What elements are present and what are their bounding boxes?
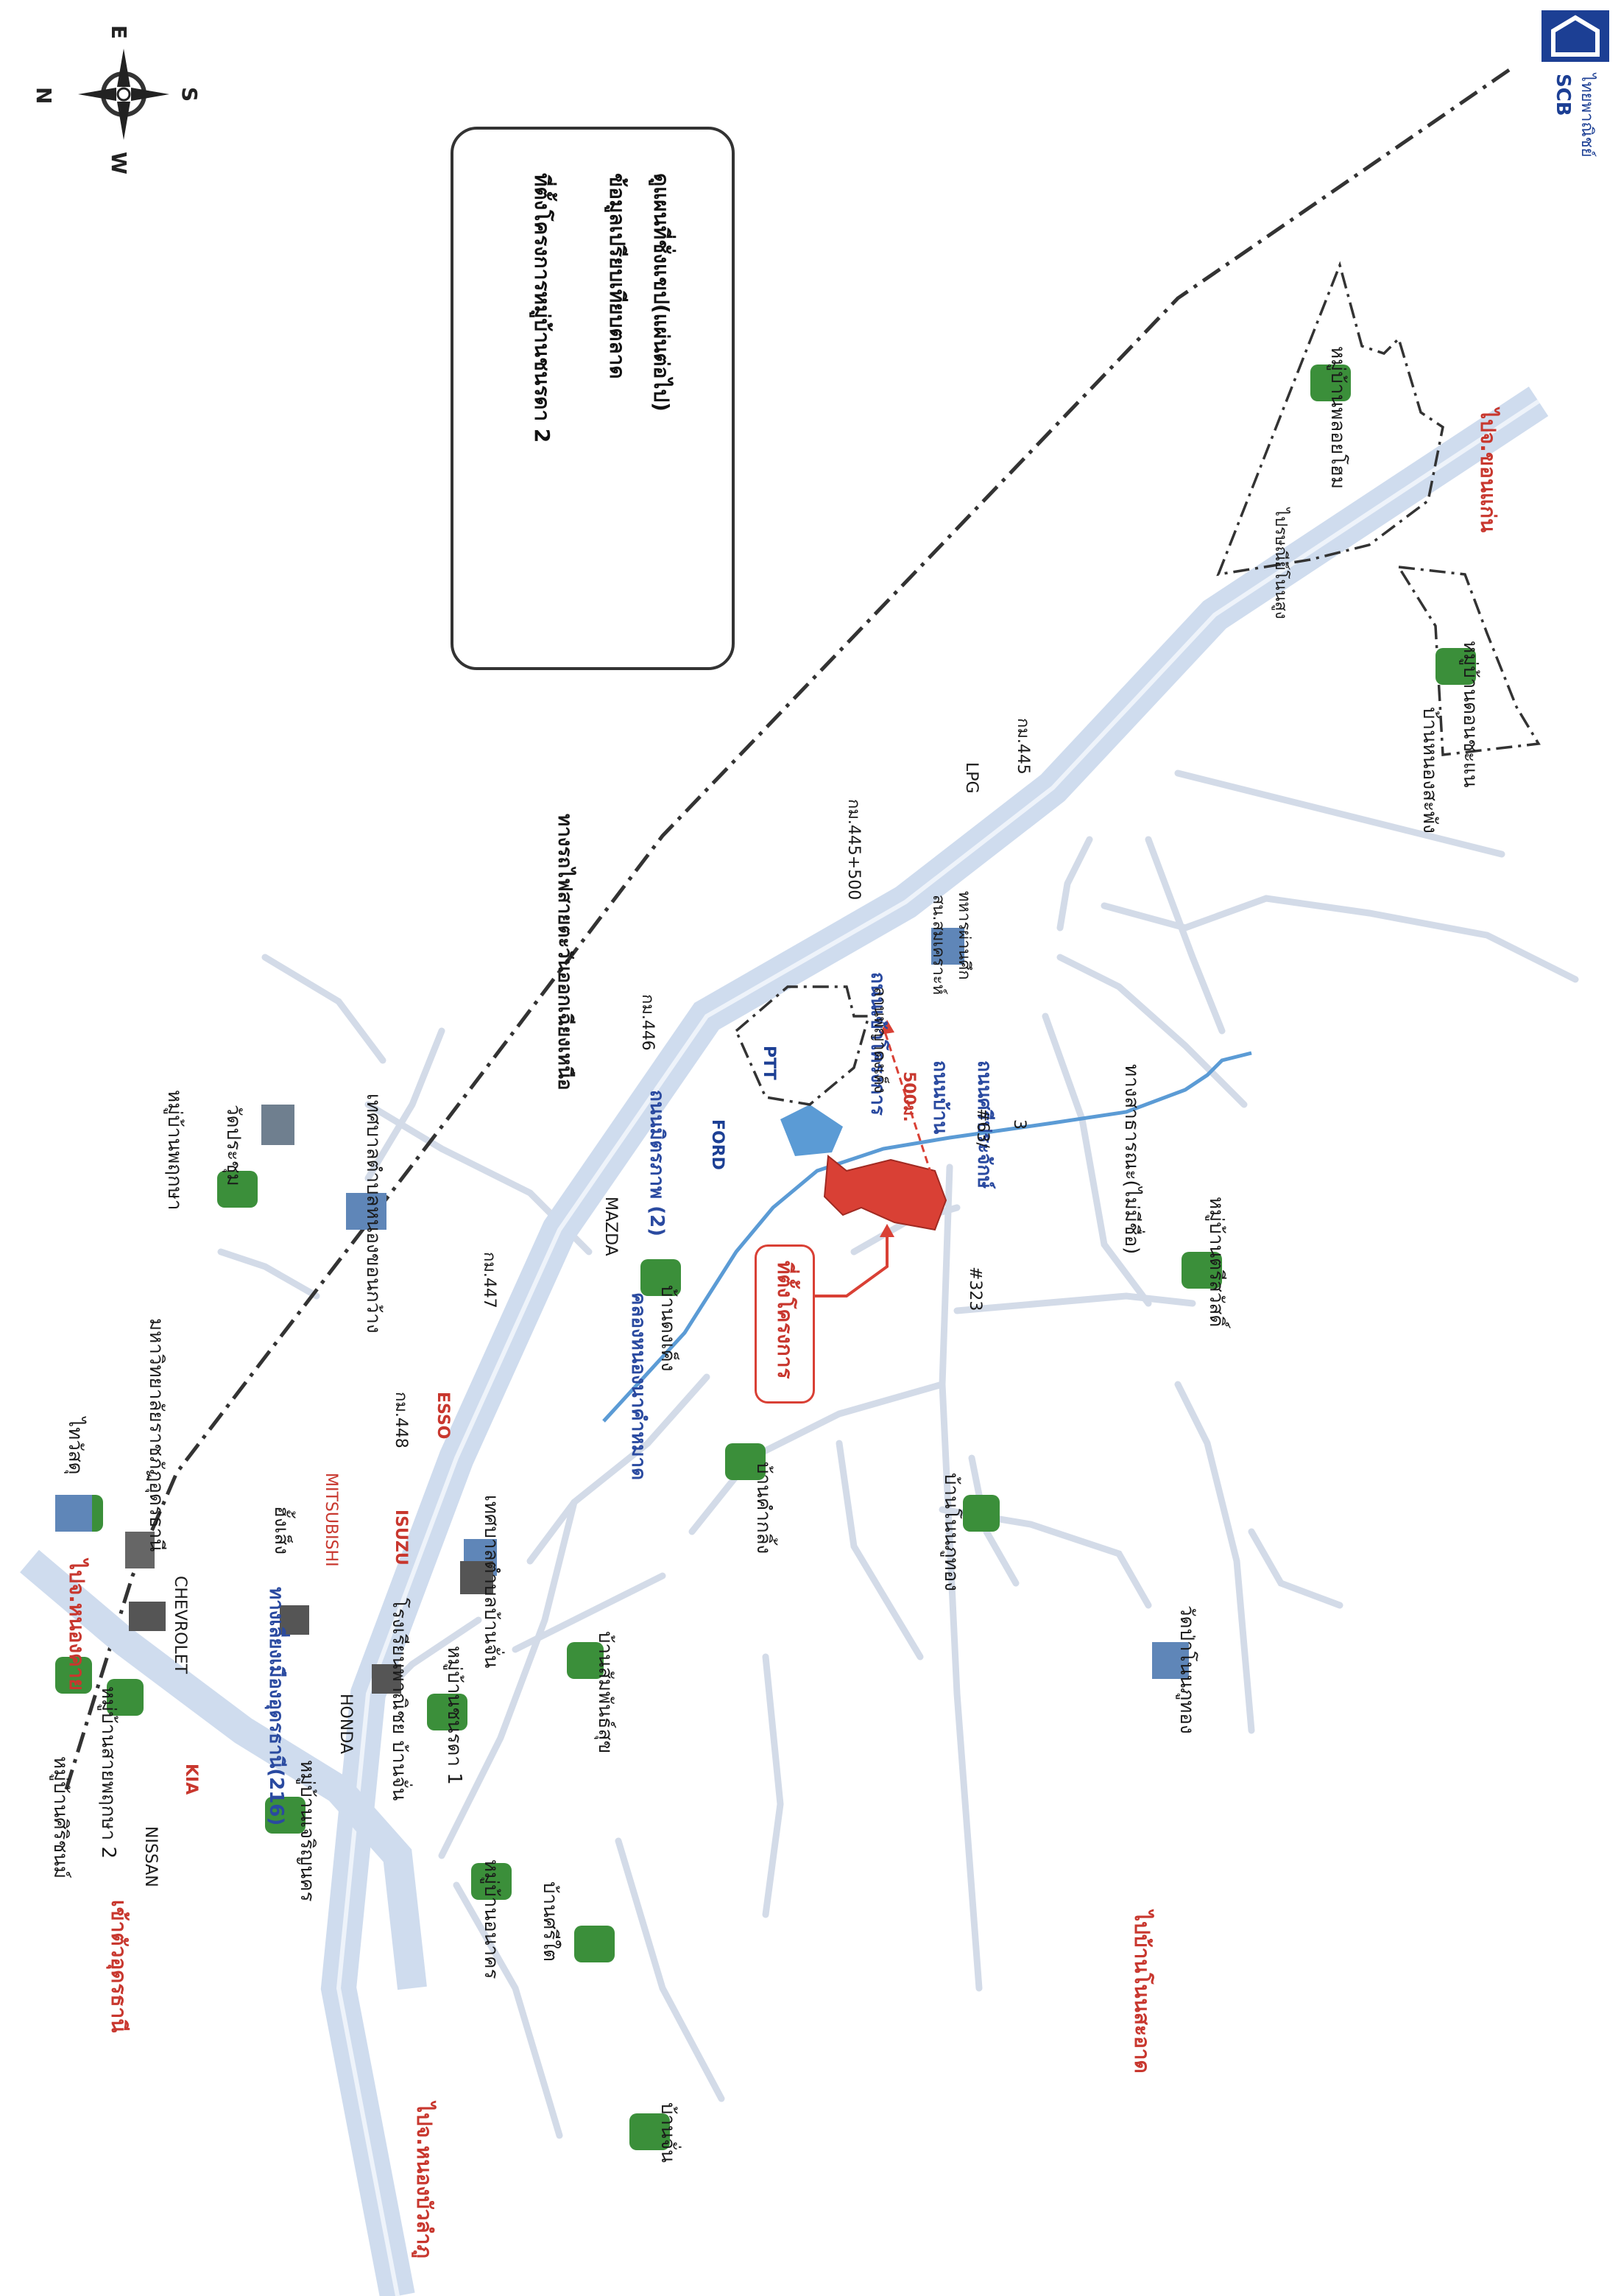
place-label: หมู่บ้านเจริญนคร <box>296 1760 318 1902</box>
compass-w: W <box>107 152 131 175</box>
project-pointer-label: ที่ตั้งโครงการ <box>773 1261 797 1379</box>
distance-marker <box>882 1026 936 1186</box>
brand-kia: KIA <box>182 1764 200 1795</box>
place-label: ไทวัสดุ <box>64 1418 86 1475</box>
place-label: เทศบาลตำบลหนองขอนกว้าง <box>362 1094 384 1334</box>
place-label: หมู่บ้านดอนชะแน <box>1459 641 1481 788</box>
pond <box>780 1105 843 1156</box>
public-road-label: ทางสาธารณะ(ไม่มีชื่อ) <box>1120 1064 1143 1255</box>
brand-mitsubishi: MITSUBISHI <box>322 1473 340 1567</box>
place-label: มหาวิทยาลัยราชภัฏอุดรธานี <box>145 1318 167 1552</box>
house-number: #63/ <box>973 1108 992 1148</box>
place-label: ทหารผ่านศึก <box>955 891 973 980</box>
place-label: หมู่บ้านศิริชนม์ <box>49 1756 71 1879</box>
house-number: #323 <box>966 1267 984 1311</box>
km-marker: กม.445 <box>1014 718 1032 775</box>
bypass-label: ทางเลี่ยงเมืองอุดรธานี(216) <box>265 1587 287 1826</box>
place-label: บ้านจั่น <box>657 2102 679 2163</box>
legend-box <box>451 127 735 670</box>
to-ban-non-sa-label: ไปบ้านโนนสะอาด <box>1130 1911 1154 2074</box>
place-label: ฮั้งเส็ง <box>270 1506 292 1555</box>
place-label: บ้านคำกลิ้ง <box>752 1462 774 1554</box>
to-khon-kaen-label: ไปจ.ขอนแก่น <box>1476 409 1500 533</box>
place-label: เทศบาลตำบลบ้านจั่น <box>480 1495 502 1669</box>
place-label: โรงเรียนพาณิชย บ้านจั่น <box>388 1598 410 1801</box>
mittraphap-label: ถนนมิตรภาพ (2) <box>646 1090 668 1237</box>
canal <box>602 1051 1252 1423</box>
place-label: หมู่บ้านพลอยโฮม <box>1327 346 1349 490</box>
brand-nissan: NISSAN <box>141 1826 160 1887</box>
legend-market-label: ข้อมูลเปรียบเทียบตลาด <box>605 173 629 379</box>
to-nong-khai-label: ไปจ.หนองคาย <box>65 1560 89 1691</box>
ban-road-label: ถนนบ้าน <box>929 1060 951 1135</box>
house-number: 3 <box>1010 1119 1028 1130</box>
project-pointer <box>810 1230 889 1297</box>
place-label: บ้านสัมพันธ์สุข <box>594 1631 616 1754</box>
compass-e: E <box>107 25 131 40</box>
place-label: หมู่บ้านตรีสวัสดิ์ <box>1205 1197 1227 1328</box>
brand-subtitle: ไทยพาณิชย์ <box>1578 74 1596 158</box>
compass-rose <box>78 49 169 140</box>
km-marker: กม.446 <box>638 994 657 1051</box>
to-udon-label: เข้าตัวอุดรธานี <box>107 1900 131 2033</box>
km-marker: กม.448 <box>392 1392 410 1448</box>
scb-logo <box>1541 10 1609 62</box>
minor-roads <box>217 770 1579 2139</box>
place-label: บ้านหนองสะพัง <box>1419 707 1441 834</box>
km-marker: กม.447 <box>480 1252 498 1309</box>
udon-bypass <box>20 1549 427 1990</box>
km-marker: กม.445+500 <box>844 799 863 901</box>
place-label: หมู่บ้านพฤกษา <box>163 1090 186 1211</box>
legend-project-label: ที่ตั้งโครงการหมู่บ้านชนรดา 2 <box>530 173 554 443</box>
brand-name: SCB <box>1552 74 1574 116</box>
place-label: วัดประชุม <box>222 1105 244 1186</box>
brand-lpg: LPG <box>962 762 981 794</box>
place-label: หมู่บ้านชนรดา 1 <box>443 1646 465 1785</box>
brand-chevrolet: CHEVROLET <box>171 1576 189 1675</box>
place-label: บ้านดงเค็ง <box>657 1285 679 1372</box>
place-label: บ้านโนนภูทอง <box>940 1473 962 1591</box>
village-icons <box>55 365 1476 2150</box>
to-nong-bua-label: ไปจ.หนองบัวลำภู <box>412 2102 437 2258</box>
place-label: ลานพญาดงเค็ง <box>870 987 889 1094</box>
place-label: บ้านศรีใต <box>539 1881 561 1962</box>
canal-label: คลองหนองนาคำหมาด <box>627 1292 649 1480</box>
railway-label: ทางรถไฟสายตะวันออกเฉียงเหนือ <box>554 814 576 1091</box>
distance-label: 500ม. <box>900 1071 918 1122</box>
brand-esso: ESSO <box>434 1392 452 1440</box>
brand-honda: HONDA <box>336 1694 355 1754</box>
project-pointer-box <box>755 1244 815 1404</box>
project-plot[interactable] <box>823 1155 947 1231</box>
place-label: หมู่บ้านอนาคร <box>480 1859 502 1979</box>
place-label: ไปรษณีย์โนนสูง <box>1271 508 1290 619</box>
brand-isuzu: ISUZU <box>392 1510 410 1566</box>
brand-ptt: PTT <box>760 1046 778 1080</box>
compass-n: N <box>32 87 56 105</box>
place-label: สน.สมเคราะห์ <box>929 895 947 996</box>
compass-s: S <box>177 87 202 102</box>
brand-ford: FORD <box>708 1119 727 1170</box>
brand-mazda: MAZDA <box>601 1197 620 1256</box>
mittraphap-highway <box>320 386 1549 2296</box>
place-label: หมู่บ้านสายพฤกษา 2 <box>97 1686 119 1859</box>
place-label: วัดป่าโนนภูทอง <box>1176 1605 1198 1734</box>
legend-next-sheet: ดูแผนที่ชั่งแขป(แผ่นต่อไป) <box>649 173 674 412</box>
